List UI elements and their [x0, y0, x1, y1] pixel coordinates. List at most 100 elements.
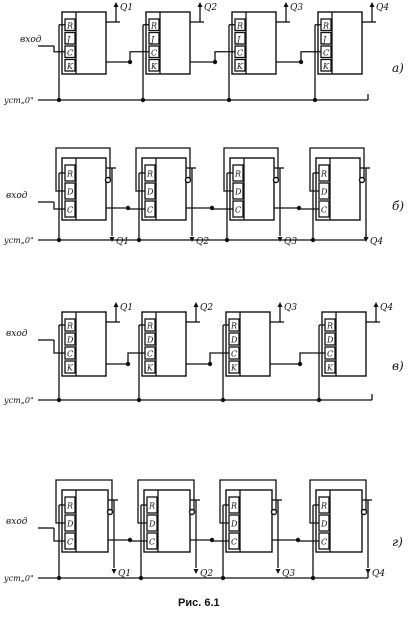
pin-label-c: C [151, 48, 157, 57]
clock-chain [272, 539, 319, 542]
chain-junction [296, 205, 302, 211]
clock-chain [270, 352, 325, 365]
pin-label-c: C [327, 350, 333, 359]
flip-flop-body [321, 311, 367, 377]
clock-in [53, 202, 65, 210]
flip-flop-body [61, 489, 109, 553]
output-label-q2: Q2 [200, 303, 213, 313]
output-arrow [283, 2, 289, 7]
reset-junction [310, 237, 316, 243]
output-label-q3: Q3 [290, 3, 303, 13]
pin-label-d: D [230, 520, 238, 529]
pin-cell [64, 360, 76, 374]
pin-label-r: R [236, 21, 243, 30]
reset-junction [56, 97, 62, 103]
pin-label-d: D [66, 520, 74, 529]
pin-label-c: C [237, 48, 243, 57]
pin-label-d: D [326, 336, 334, 345]
pin-cell [64, 58, 76, 72]
pin-label-k: K [326, 364, 334, 373]
pin-label-d: D [146, 336, 154, 345]
pin-cell [64, 332, 76, 346]
output-label-q3: Q3 [284, 237, 297, 247]
output-arrow [193, 302, 199, 307]
output-arrow [197, 2, 203, 7]
pin-label-c: C [321, 538, 327, 547]
pin-label-d: D [66, 188, 74, 197]
reset-label: уст„0" [3, 96, 34, 105]
output-arrow [189, 237, 195, 242]
reset-junction [56, 237, 62, 243]
pin-label-r: R [230, 502, 237, 511]
clock-in [53, 528, 65, 542]
pin-label-k: K [146, 364, 154, 373]
output-arrow [113, 2, 119, 7]
inverse-bubble [360, 508, 368, 516]
pin-label-r: R [66, 170, 73, 179]
pin-label-j: J [235, 35, 241, 44]
chain-junction [207, 361, 213, 367]
pin-cell [144, 360, 156, 374]
pin-label-c: C [147, 206, 153, 215]
pin-label-k: K [236, 62, 244, 71]
pin-cell [148, 58, 160, 72]
pin-label-c: C [235, 206, 241, 215]
pin-label-r: R [320, 170, 327, 179]
flip-flop-body [141, 157, 187, 221]
input-label: вход [6, 191, 28, 201]
pin-cell [228, 360, 240, 374]
input-label: вход [6, 329, 28, 339]
flip-flop-body [231, 11, 277, 75]
chain-junction [295, 537, 301, 543]
flip-flop-body [143, 489, 191, 553]
pin-label-d: D [146, 188, 154, 197]
pin-label-c: C [231, 538, 237, 547]
clock-chain [274, 207, 319, 210]
output-arrow [373, 302, 379, 307]
inverse-bubble [104, 176, 112, 184]
flip-flop-body [141, 311, 187, 377]
reset-junction [138, 575, 144, 581]
variant-label: г) [392, 535, 403, 549]
pin-cell [64, 31, 76, 45]
chain-junction [212, 59, 218, 65]
output-label-q1: Q1 [120, 303, 133, 313]
inverse-bubble [188, 508, 196, 516]
reset-junction [140, 97, 146, 103]
output-label-q3: Q3 [282, 569, 295, 579]
output-arrow [113, 302, 119, 307]
pin-label-c: C [323, 48, 329, 57]
flip-flop-body [225, 489, 273, 553]
flip-flop-body [61, 311, 107, 377]
chain-junction [125, 361, 131, 367]
pin-cell [234, 58, 246, 72]
pin-cell [320, 31, 332, 45]
output-label-q2: Q2 [200, 569, 213, 579]
reset-label: уст„0" [3, 396, 34, 405]
flip-flop-body [229, 157, 275, 221]
pin-label-r: R [66, 21, 73, 30]
reset-junction [220, 575, 226, 581]
pin-cell [228, 332, 240, 346]
pin-label-r: R [66, 502, 73, 511]
reset-junction [310, 575, 316, 581]
chain-junction [127, 537, 133, 543]
output-label-q3: Q3 [284, 303, 297, 313]
output-arrow [275, 569, 281, 574]
pin-label-r: R [148, 502, 155, 511]
clock-chain [190, 51, 235, 63]
reset-junction [56, 575, 62, 581]
flip-flop-body [317, 11, 363, 75]
reset-junction [220, 397, 226, 403]
figure-caption: Рис. 6.1 [178, 597, 220, 609]
input-label: вход [20, 35, 42, 45]
inverse-bubble [358, 176, 366, 184]
pin-label-r: R [146, 170, 153, 179]
